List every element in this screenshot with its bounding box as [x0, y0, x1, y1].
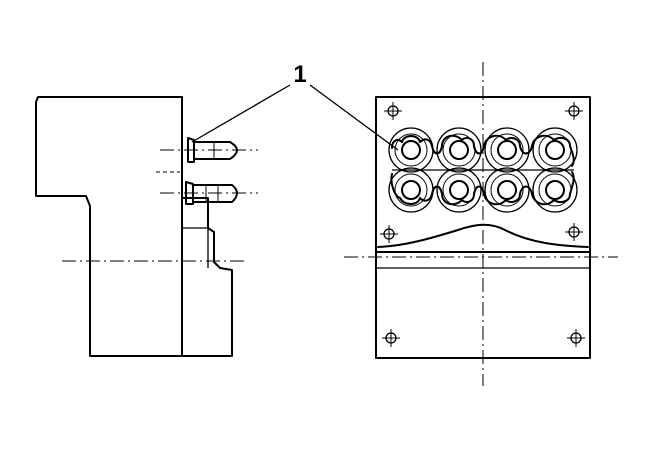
hole-r2c3 — [484, 167, 530, 213]
side-view — [35, 96, 258, 357]
registration-mark-top-left — [384, 102, 402, 120]
upper-pin — [160, 137, 258, 163]
leader-line-right — [309, 84, 399, 151]
leader-line-left — [191, 84, 291, 143]
lower-pin — [160, 181, 258, 205]
side-view-step — [182, 227, 209, 268]
hole-r1c1 — [388, 127, 434, 173]
channel-outline-lower — [390, 171, 575, 206]
registration-mark-bottom-right — [567, 329, 585, 347]
parting-wave-line — [377, 223, 589, 248]
callout-1: 1 — [191, 61, 399, 151]
registration-mark-mid-right — [565, 223, 583, 241]
hole-r1c3 — [484, 127, 530, 173]
hole-r2c1 — [388, 167, 434, 213]
cavity-hole-grid — [388, 127, 578, 213]
channel-outline-upper — [391, 134, 575, 167]
registration-mark-mid-left — [380, 225, 398, 243]
callout-label: 1 — [293, 61, 306, 88]
front-view — [344, 62, 618, 386]
lower-plate — [375, 251, 591, 359]
registration-mark-top-right — [565, 102, 583, 120]
registration-mark-bottom-left — [382, 329, 400, 347]
